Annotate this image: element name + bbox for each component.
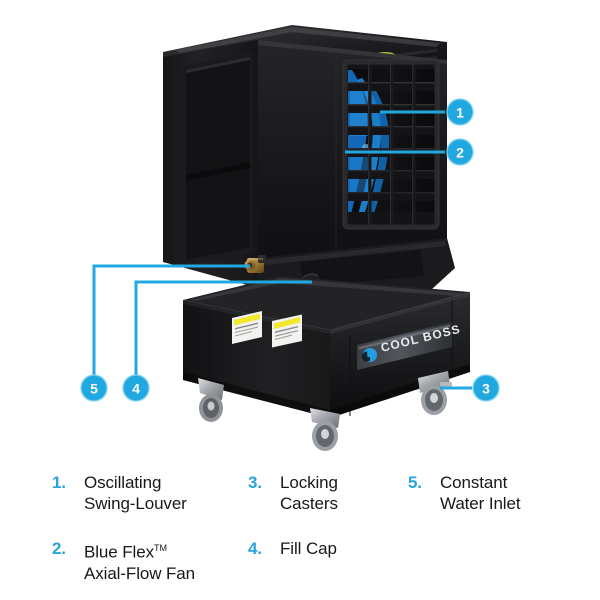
- legend-item-5[interactable]: 5. Constant Water Inlet: [408, 472, 521, 514]
- base-bottom-shadow: [183, 364, 470, 418]
- grille-frame: [342, 59, 440, 230]
- legend-item-3-number: 3.: [248, 473, 262, 492]
- legend-item-2[interactable]: 2. Blue FlexTM Axial-Flow Fan: [52, 538, 195, 584]
- warning-label-right: [272, 314, 302, 348]
- callout-badge-4-number: 4: [132, 381, 140, 397]
- callout-badge-5-number: 5: [90, 381, 98, 397]
- legend-item-2-label-rest: Axial-Flow Fan: [84, 563, 196, 583]
- legend-item-2-label: Blue FlexTM Axial-Flow Fan: [84, 538, 195, 584]
- callout-badge-3[interactable]: 3: [472, 374, 500, 402]
- leader-line-4: [134, 280, 312, 376]
- leader-line-5: [92, 264, 250, 376]
- product-image: COOL BOSS: [80, 25, 500, 451]
- base-front-edge-highlight: [330, 292, 470, 334]
- callout-badge-4[interactable]: 4: [122, 374, 150, 402]
- legend-item-4-label: Fill Cap: [280, 539, 337, 558]
- legend-item-5-number: 5.: [408, 473, 422, 492]
- product-illustration: COOL BOSS: [80, 25, 500, 451]
- legend-item-3-label: Locking Casters: [280, 473, 338, 513]
- callout-badge-5[interactable]: 5: [80, 374, 108, 402]
- legend-item-3[interactable]: 3. Locking Casters: [248, 472, 338, 514]
- callout-badge-2-number: 2: [456, 145, 464, 161]
- grille-frame-outline: [342, 59, 440, 230]
- legend-item-5-label: Constant Water Inlet: [440, 473, 521, 513]
- legend-item-4-number: 4.: [248, 539, 262, 558]
- grille-vertical-bars: [368, 62, 416, 227]
- top-deck-highlight: [175, 27, 440, 53]
- legend-item-1-number: 1.: [52, 473, 66, 492]
- callout-badge-1-number: 1: [456, 105, 464, 121]
- midsection-top-highlight: [262, 241, 446, 265]
- trademark-symbol: TM: [153, 543, 167, 553]
- legend-item-2-label-main: Blue Flex: [84, 542, 154, 562]
- legend-item-1-label: Oscillating Swing-Louver: [84, 473, 187, 513]
- caster-rear-left: [198, 378, 224, 422]
- legend-item-1[interactable]: 1. Oscillating Swing-Louver: [52, 472, 187, 514]
- callout-badge-1[interactable]: 1: [446, 98, 474, 126]
- caster-front-center: [310, 408, 340, 451]
- callout-badge-3-number: 3: [482, 381, 490, 397]
- callout-badge-2[interactable]: 2: [446, 138, 474, 166]
- warning-label-left: [232, 311, 262, 344]
- midsection-shadow-crease: [300, 250, 424, 286]
- legend-item-4[interactable]: 4. Fill Cap: [248, 538, 337, 559]
- cooler-upper-cabinet: [163, 25, 447, 288]
- callout-legend: 1. Oscillating Swing-Louver 2. Blue Flex…: [0, 462, 600, 600]
- base-top-highlight: [190, 278, 462, 301]
- legend-item-2-number: 2.: [52, 539, 66, 558]
- side-recessed-panel: [183, 52, 252, 266]
- cabinet-front-edge-highlight: [258, 40, 447, 64]
- caster-front-right: [418, 371, 452, 415]
- callout-leader-lines: [92, 110, 472, 390]
